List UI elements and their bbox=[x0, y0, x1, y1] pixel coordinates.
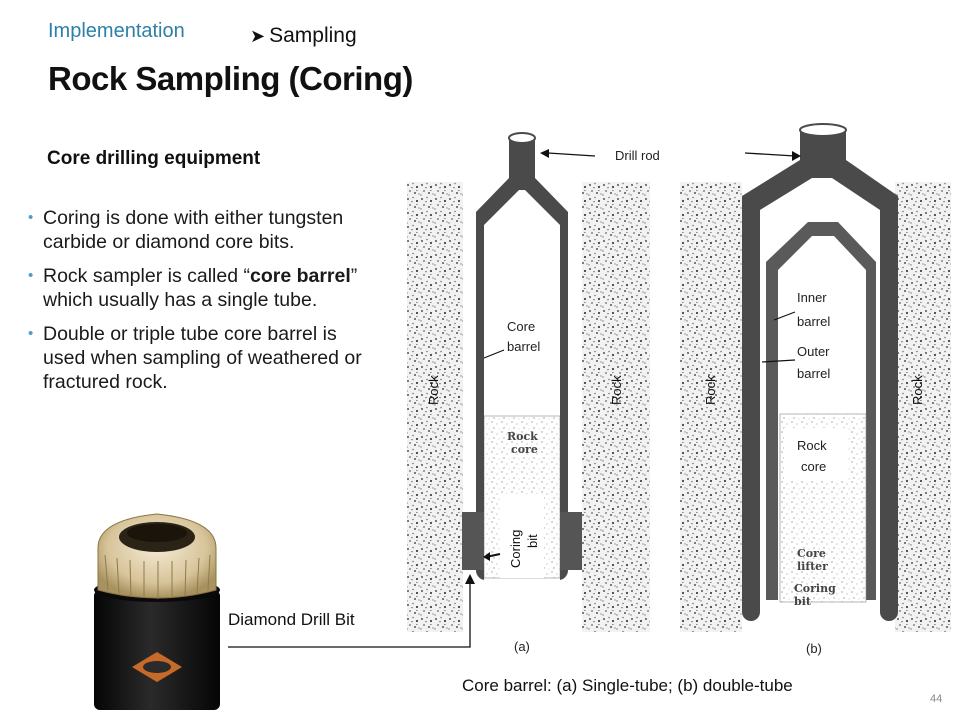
topic-text: Sampling bbox=[269, 24, 357, 47]
panel-b-double-tube: Core lifter Coring bit Inner barrel Oute… bbox=[680, 123, 951, 656]
rock-right-b bbox=[895, 182, 951, 632]
outer-barrel-b bbox=[742, 130, 898, 621]
inner-barrel-b bbox=[766, 222, 876, 600]
drill-rod-top-a bbox=[508, 132, 536, 144]
coring-bit-b-text-1: Coring bbox=[794, 582, 836, 595]
drill-rod-top-b bbox=[799, 123, 847, 137]
bullet-item: •Coring is done with either tungsten car… bbox=[28, 207, 344, 253]
inner-barrel-label-line1: Inner bbox=[797, 290, 827, 305]
rock-label-b-right: Rock bbox=[910, 375, 925, 405]
coring-bit-label-line2: bit bbox=[525, 534, 540, 548]
rock-core-inset-text-a2: core bbox=[511, 443, 538, 456]
coring-bit-right-a bbox=[560, 512, 582, 570]
bullet-item: •Double or triple tube core barrel is us… bbox=[28, 323, 362, 393]
inner-barrel-label-line2: barrel bbox=[797, 314, 830, 329]
bit-brand-logo-center bbox=[143, 661, 171, 673]
core-barrel-label-line2: barrel bbox=[507, 339, 540, 354]
bullet-dot-icon: • bbox=[28, 267, 34, 284]
drill-rod-arrow-a bbox=[547, 152, 596, 157]
panel-b-label: (b) bbox=[806, 641, 822, 656]
core-lifter-text-2: lifter bbox=[797, 560, 828, 573]
rock-right-a bbox=[582, 182, 650, 632]
rock-core-label-line1: Rock bbox=[797, 438, 827, 453]
outer-barrel-arrow bbox=[761, 359, 796, 363]
topic-label: ➤Sampling bbox=[250, 24, 357, 48]
rock-core-label-line2: core bbox=[801, 459, 826, 474]
bullet-item: •Rock sampler is called “core barrel” wh… bbox=[28, 265, 358, 311]
core-barrel-arrow bbox=[483, 349, 505, 359]
bit-body bbox=[94, 590, 220, 710]
coring-bit-label-line1: Coring bbox=[508, 530, 523, 568]
coring-bit-b-text-2: bit bbox=[794, 595, 812, 608]
rock-label-b-left: Rock bbox=[703, 375, 718, 405]
outer-barrel-label-line1: Outer bbox=[797, 344, 830, 359]
photo-pointer-arrowhead bbox=[465, 574, 475, 584]
rock-label-a-right: Rock bbox=[609, 375, 624, 405]
bullet-dot-icon: • bbox=[28, 209, 34, 226]
core-lifter-text-1: Core bbox=[797, 547, 826, 560]
bit-crown-hole-inner bbox=[127, 524, 187, 542]
slide-subtitle: Core drilling equipment bbox=[47, 148, 261, 169]
drill-rod-label: Drill rod bbox=[615, 148, 660, 163]
outer-barrel-label-line2: barrel bbox=[797, 366, 830, 381]
rock-core-inset-text-a: Rock bbox=[507, 430, 538, 443]
coring-bit-left-a bbox=[462, 512, 484, 570]
rock-left-a bbox=[407, 182, 463, 632]
bullet-dot-icon: • bbox=[28, 325, 34, 342]
section-label: Implementation bbox=[48, 20, 185, 42]
inner-space-b bbox=[778, 274, 866, 414]
figure-caption: Core barrel: (a) Single-tube; (b) double… bbox=[462, 676, 793, 695]
drill-rod-arrowhead-a bbox=[540, 149, 549, 158]
slide-title: Rock Sampling (Coring) bbox=[48, 60, 413, 97]
drill-rod-arrowhead-b bbox=[792, 151, 801, 161]
photo-pointer-line bbox=[228, 582, 471, 648]
rock-core-label-bg-b bbox=[784, 428, 848, 480]
inner-barrel-arrow bbox=[773, 311, 796, 321]
diamond-drill-bit-photo bbox=[94, 513, 220, 710]
arrow-bullet-icon: ➤ bbox=[250, 26, 266, 46]
photo-label: Diamond Drill Bit bbox=[228, 610, 355, 629]
rock-label-a-left: Rock bbox=[426, 375, 441, 405]
page-number: 44 bbox=[930, 693, 943, 705]
coring-bit-arrowhead bbox=[483, 552, 490, 561]
coring-bit-label-bg bbox=[500, 494, 544, 578]
drill-rod-arrow-b bbox=[744, 152, 796, 157]
bit-crown-grooves bbox=[104, 554, 211, 599]
rock-left-b bbox=[680, 182, 742, 632]
bullet-list: •Coring is done with either tungsten car… bbox=[28, 206, 373, 404]
panel-a-label: (a) bbox=[514, 639, 530, 654]
panel-a-single-tube: Rock core Rock Rock Core barrel Coring b… bbox=[407, 132, 650, 654]
core-barrel-label-line1: Core bbox=[507, 319, 535, 334]
